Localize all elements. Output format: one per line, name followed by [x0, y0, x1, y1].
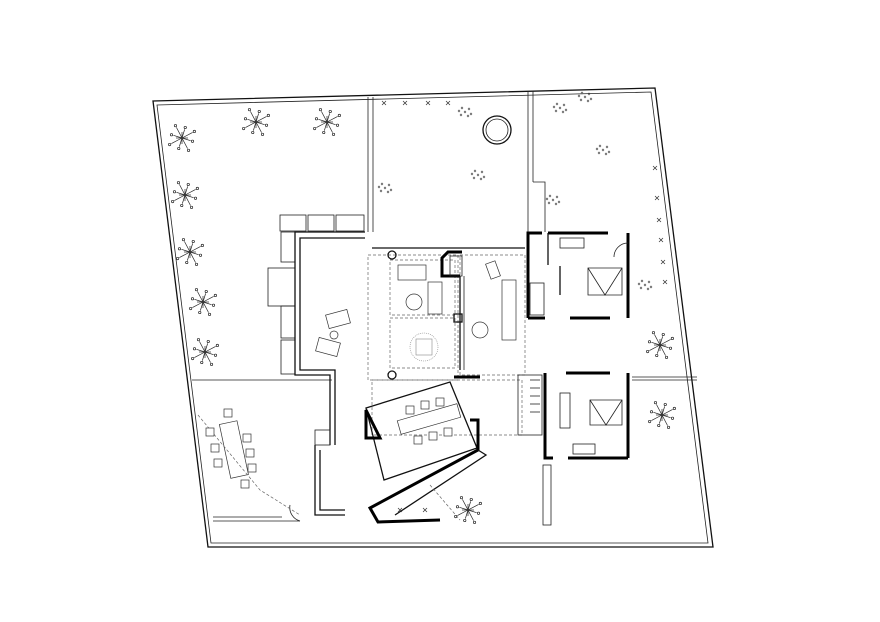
x-marker-icon — [658, 237, 664, 243]
chair-icon — [428, 431, 438, 441]
trees — [168, 108, 676, 524]
tree-icon — [191, 338, 219, 366]
chairs — [205, 397, 453, 489]
chair-icon — [435, 397, 445, 407]
shrub-icon — [577, 91, 593, 103]
tree-icon — [648, 401, 676, 429]
tree-icon — [176, 238, 204, 266]
chair-icon — [420, 400, 430, 410]
bedroom-block-south — [517, 371, 630, 526]
shrub-icon — [552, 102, 568, 114]
shrub-icon — [457, 106, 473, 118]
chair-icon — [223, 408, 233, 418]
x-marker-icon — [402, 100, 408, 106]
chair-icon — [213, 458, 223, 468]
round-planter — [482, 115, 512, 145]
tree-icon — [171, 181, 199, 209]
x-marker-icon — [654, 195, 660, 201]
x-marker-icon — [397, 507, 403, 513]
column — [387, 370, 397, 380]
chair-icon — [245, 448, 255, 458]
x-marker-icon — [656, 217, 662, 223]
bedroom-block-north — [526, 231, 630, 320]
tree-icon — [189, 288, 217, 316]
tree-icon — [313, 108, 341, 136]
rug — [409, 332, 439, 362]
x-marker-icon — [660, 259, 666, 265]
site-boundary — [152, 87, 714, 548]
chair-icon — [210, 443, 220, 453]
living-area — [315, 247, 526, 436]
shrub-icon — [637, 279, 653, 291]
tree-icon — [454, 496, 482, 524]
column — [387, 250, 397, 260]
tree-icon — [168, 124, 196, 152]
tree-icon — [646, 331, 674, 359]
chair-icon — [443, 427, 453, 437]
garden-dividers — [192, 91, 697, 381]
chair-icon — [413, 435, 423, 445]
plant-markers — [381, 100, 668, 513]
shrub-icon — [377, 182, 393, 194]
shrubs — [377, 91, 653, 291]
x-marker-icon — [662, 279, 668, 285]
chair-icon — [405, 405, 415, 415]
x-marker-icon — [425, 100, 431, 106]
site-boundary-inner — [156, 91, 709, 544]
x-marker-icon — [445, 100, 451, 106]
tree-icon — [242, 108, 270, 136]
chair-icon — [242, 433, 252, 443]
dining-kitchen-wing — [364, 381, 488, 524]
chair-icon — [205, 427, 215, 437]
terrace-dining-table — [197, 414, 301, 516]
x-marker-icon — [381, 100, 387, 106]
shrub-icon — [470, 169, 486, 181]
chair-icon — [247, 463, 257, 473]
x-marker-icon — [422, 507, 428, 513]
left-wing — [213, 231, 365, 522]
shrub-icon — [545, 194, 561, 206]
chair-icon — [240, 479, 250, 489]
x-marker-icon — [652, 165, 658, 171]
shrub-icon — [595, 144, 611, 156]
